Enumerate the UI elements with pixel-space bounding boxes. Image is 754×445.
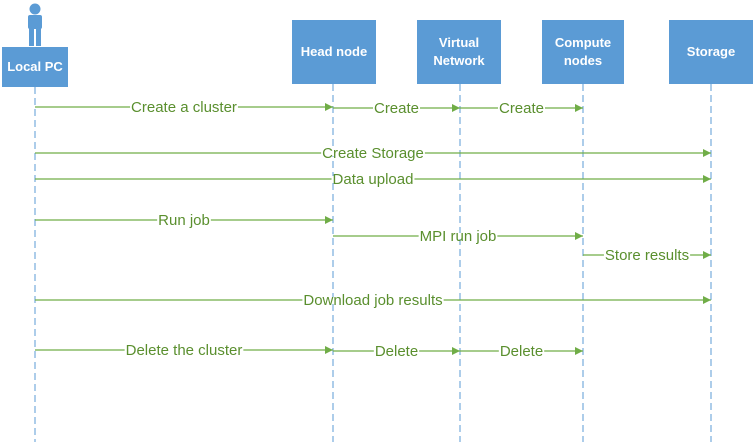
message-label: Delete the cluster: [126, 342, 243, 359]
message-label-backing: [157, 217, 211, 223]
participant-virtual-network: Virtual Network: [417, 20, 501, 84]
message-label-backing: [331, 176, 415, 182]
message-label-backing: [124, 347, 244, 353]
message-label-backing: [130, 104, 238, 110]
message-label-backing: [498, 348, 545, 354]
message-label: Delete: [375, 343, 418, 360]
participant-storage: Storage: [669, 20, 753, 84]
message-label-backing: [302, 297, 444, 303]
participant-label: Storage: [686, 44, 736, 59]
message-label-backing: [373, 348, 420, 354]
message-label: Create: [374, 100, 419, 117]
message-label: Data upload: [333, 171, 414, 188]
person-icon: [28, 3, 42, 46]
message-label: Create Storage: [322, 145, 424, 162]
message-label-backing: [418, 233, 498, 239]
message-label: Delete: [500, 343, 543, 360]
participant-label: Compute nodes: [554, 35, 612, 68]
participant-local-pc: Local PC: [2, 47, 68, 87]
message-label: Create a cluster: [131, 99, 237, 116]
message-label-backing: [372, 105, 421, 111]
message-label: Download job results: [303, 292, 442, 309]
participant-label: Virtual Network: [433, 35, 485, 68]
participant-label: Local PC: [7, 59, 63, 74]
message-label: Create: [499, 100, 544, 117]
participant-compute-nodes: Compute nodes: [542, 20, 624, 84]
participant-label: Head node: [300, 44, 368, 59]
message-label: MPI run job: [420, 228, 497, 245]
message-label: Run job: [158, 212, 210, 229]
message-label-backing: [321, 150, 425, 156]
message-label-backing: [603, 252, 691, 258]
lifelines: [34, 84, 712, 442]
message-label-backing: [497, 105, 546, 111]
participant-head-node: Head node: [292, 20, 376, 84]
message-label: Store results: [605, 247, 689, 264]
